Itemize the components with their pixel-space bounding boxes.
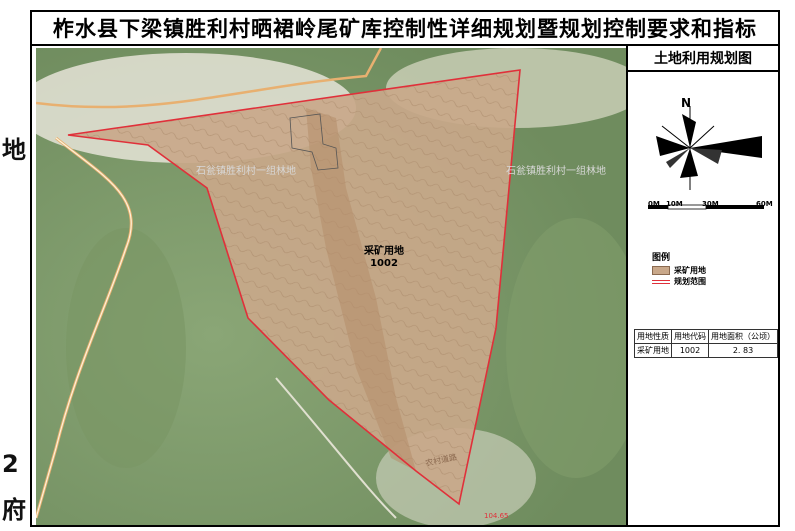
table-header-cell: 用地性质 [634,329,672,344]
table-cell: 采矿用地 [634,343,672,358]
ridge-strip [306,108,416,471]
side-panel: 土地利用规划图 N 0M 10M 30M 60M 图例 采矿用地 [626,46,778,525]
edge-text-3: 府 [2,496,26,524]
legend-item-mining: 采矿用地 [652,265,706,276]
scale-bar [648,204,764,210]
edge-text-1: 地 [2,136,26,164]
small-plot [289,113,339,171]
scale-label-60: 60M [756,200,773,208]
table-cell: 1002 [671,343,709,358]
left-edge-strip: 地 2 府 [0,0,30,531]
elevation-label: 104.65 [484,512,509,520]
title-bar: 柞水县下梁镇胜利村晒裙岭尾矿库控制性详细规划暨规划控制要求和指标 [32,12,778,46]
legend-label-mining: 采矿用地 [674,266,706,275]
table-header-cell: 用地代码 [671,329,709,344]
legend-swatch-mining [652,266,670,275]
table-row: 采矿用地 1002 2. 83 [634,343,778,358]
parcel-contours [68,70,520,504]
table-header-cell: 用地面积（公顷） [708,329,778,344]
road-north [36,48,383,109]
road-west-inner [36,137,132,519]
compass-rose-icon [656,106,762,190]
map-svg: 石瓮镇胜利村一组林地 石瓮镇胜利村一组林地 采矿用地 1002 农村道路 104… [36,48,626,525]
table-header-row: 用地性质 用地代码 用地面积（公顷） [634,329,778,344]
map-canvas[interactable]: 石瓮镇胜利村一组林地 石瓮镇胜利村一组林地 采矿用地 1002 农村道路 104… [36,48,626,525]
light-terrain-patch [506,218,626,478]
scale-label-30: 30M [702,200,719,208]
road-south [275,377,397,519]
label-forest-right: 石瓮镇胜利村一组林地 [506,164,606,177]
legend-item-boundary: 规划范围 [652,276,706,287]
legend-title: 图例 [652,253,671,263]
table-cell: 2. 83 [708,343,778,358]
scale-label-10: 10M [666,200,683,208]
edge-text-2: 2 [2,450,19,478]
legend-swatch-boundary [652,278,670,285]
parcel-name-label: 采矿用地 [363,244,404,257]
planning-boundary [67,69,521,506]
panel-title: 土地利用规划图 [628,46,778,72]
parcel-code-label: 1002 [370,258,398,269]
light-terrain-patch [66,228,186,468]
map-title: 柞水县下梁镇胜利村晒裙岭尾矿库控制性详细规划暨规划控制要求和指标 [53,17,757,41]
land-use-table: 用地性质 用地代码 用地面积（公顷） 采矿用地 1002 2. 83 [634,329,778,358]
map-sheet-frame: 柞水县下梁镇胜利村晒裙岭尾矿库控制性详细规划暨规划控制要求和指标 [30,10,780,527]
scale-label-0: 0M [648,200,660,208]
north-label: N [681,96,692,110]
label-forest-left: 石瓮镇胜利村一组林地 [196,164,296,177]
legend-label-boundary: 规划范围 [674,277,706,286]
